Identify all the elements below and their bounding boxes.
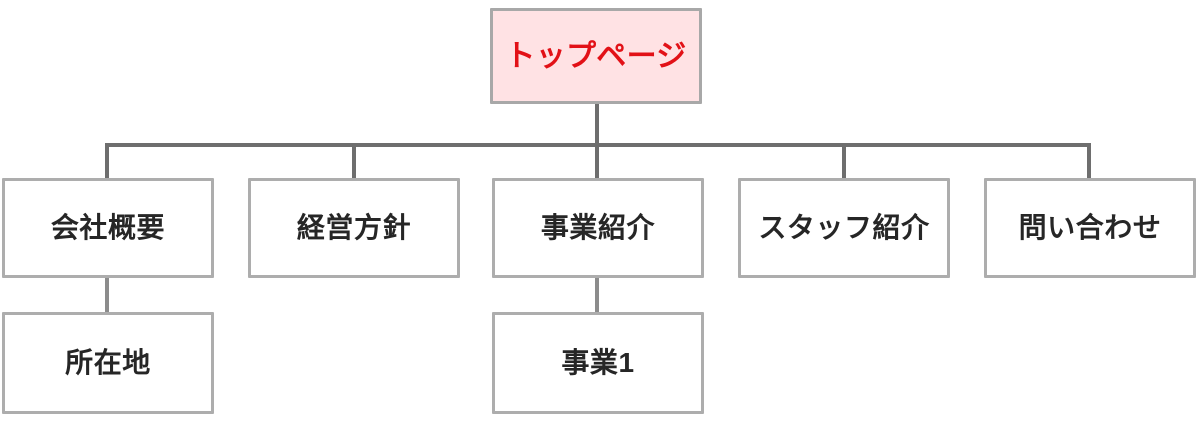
node-location[interactable]: 所在地	[2, 312, 214, 414]
node-top-page[interactable]: トップページ	[490, 8, 702, 104]
node-staff-introduction[interactable]: スタッフ紹介	[738, 178, 950, 278]
node-contact-label: 問い合わせ	[1018, 211, 1162, 243]
node-business-introduction-label: 事業紹介	[540, 211, 656, 243]
node-staff-introduction-label: スタッフ紹介	[758, 211, 930, 243]
node-top-page-label: トップページ	[505, 39, 687, 73]
node-management-policy[interactable]: 経営方針	[248, 178, 460, 278]
node-business-1-label: 事業1	[561, 346, 635, 378]
connector-drop-contact	[1087, 143, 1091, 179]
connector-drop-policy	[352, 143, 356, 179]
connector-drop-company	[105, 143, 109, 179]
connector-root-stem	[595, 102, 599, 146]
node-business-1[interactable]: 事業1	[492, 312, 704, 414]
connector-company-to-location	[105, 276, 109, 314]
node-location-label: 所在地	[65, 346, 151, 378]
node-company-overview[interactable]: 会社概要	[2, 178, 214, 278]
node-management-policy-label: 経営方針	[296, 211, 412, 243]
node-company-overview-label: 会社概要	[50, 211, 166, 243]
connector-business-to-business-1	[595, 276, 599, 314]
node-contact[interactable]: 問い合わせ	[984, 178, 1196, 278]
connector-drop-business	[595, 143, 599, 179]
connector-drop-staff	[842, 143, 846, 179]
node-business-introduction[interactable]: 事業紹介	[492, 178, 704, 278]
